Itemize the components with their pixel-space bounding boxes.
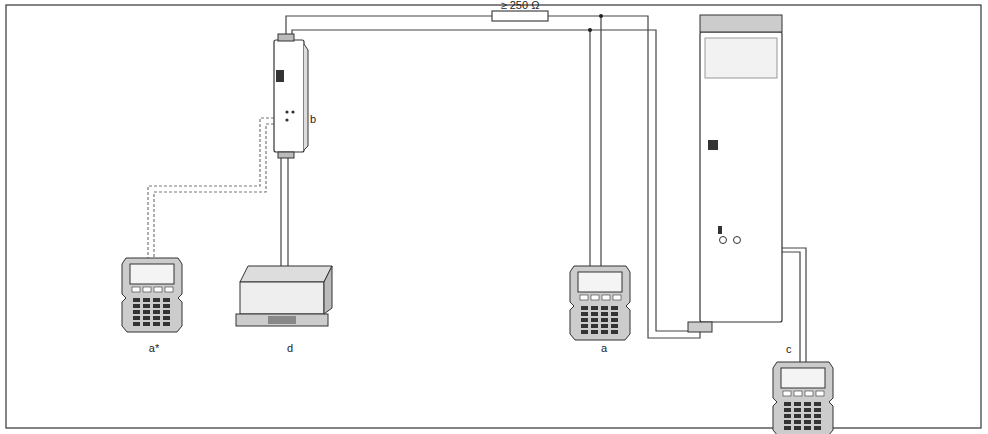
resistor-value: ≥ 250 Ω xyxy=(501,0,540,11)
frame xyxy=(6,5,981,428)
handheld-terminal xyxy=(773,362,833,434)
junction-dot xyxy=(588,28,592,32)
callout-letter: d xyxy=(287,343,293,354)
callout-letter: a* xyxy=(149,343,159,354)
control-system-rack xyxy=(236,266,332,326)
callout-letter: c xyxy=(786,344,792,355)
callout-letter: b xyxy=(310,114,316,125)
junction-dot xyxy=(599,14,603,18)
wires xyxy=(281,16,806,362)
handheld-terminal xyxy=(122,258,182,332)
dashed-wires xyxy=(148,118,274,258)
handheld-terminal xyxy=(570,266,630,340)
callout-letter: a xyxy=(601,343,607,354)
barrier-module xyxy=(274,34,308,158)
transmitter xyxy=(688,15,782,332)
resistor-symbol xyxy=(492,11,548,21)
